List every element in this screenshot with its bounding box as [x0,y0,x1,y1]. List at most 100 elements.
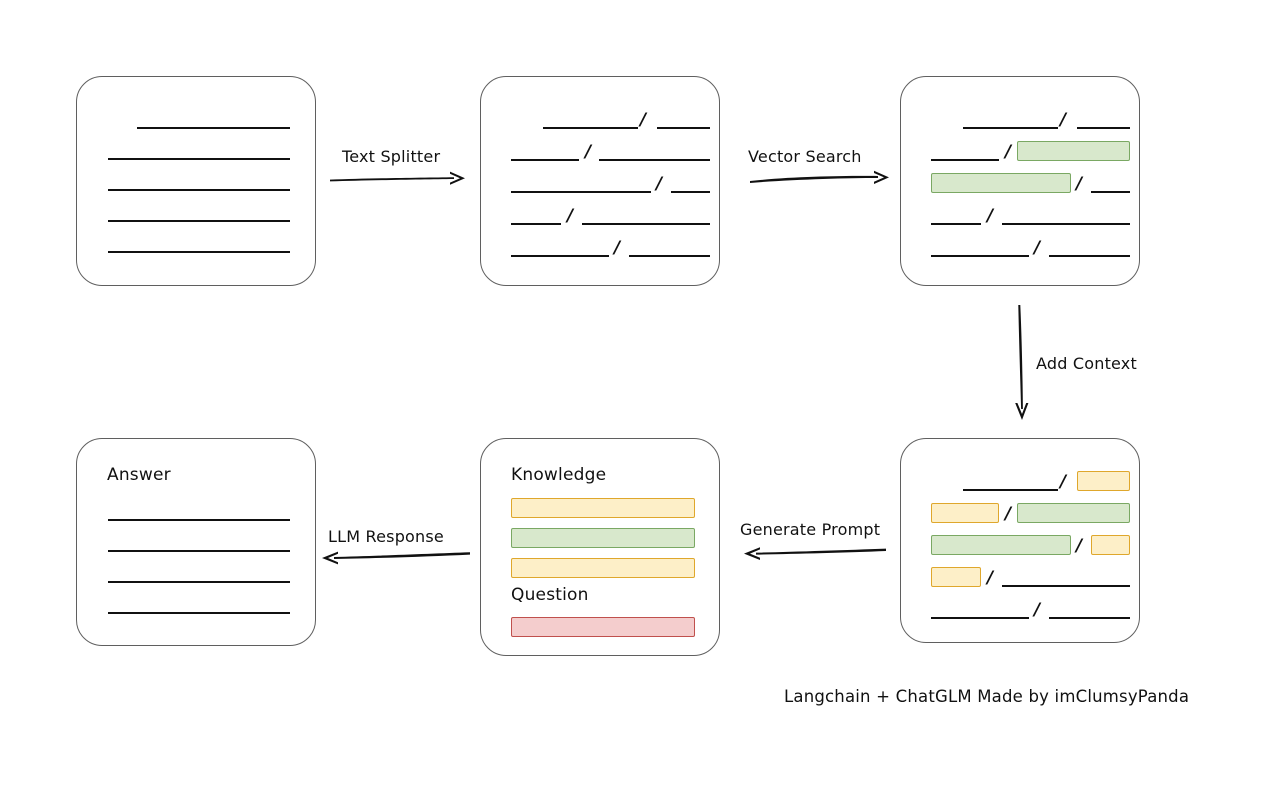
text-line-segment [108,569,290,583]
chunk-line: / [901,535,1139,565]
text-line-segment [1002,573,1130,587]
text-line-segment [1049,243,1130,257]
chunk-separator-slash: / [1005,504,1012,524]
answer-line [77,600,315,624]
question-highlight [511,617,695,637]
knowledge-heading: Knowledge [511,465,607,485]
edge-label-vector-search: Vector Search [748,147,862,166]
text-line-segment [108,600,290,614]
question-heading: Question [511,585,589,605]
text-line-segment [931,211,981,225]
context-chunk-highlight [1091,535,1130,555]
matched-chunk-highlight [931,535,1071,555]
context-chunk-highlight [931,567,981,587]
card-vector-matches[interactable]: / / / / / [900,76,1140,286]
knowledge-chunk-highlight [511,498,695,518]
chunk-line: / [901,206,1139,235]
text-line-segment [963,115,1058,129]
chunk-separator-slash: / [1060,110,1067,130]
text-line-segment [511,243,609,257]
chunk-line: / [901,238,1139,267]
context-chunk-highlight [1077,471,1130,491]
chunk-separator-slash: / [585,142,592,162]
edge-label-generate-prompt: Generate Prompt [740,520,881,539]
chunk-line: / [481,110,719,139]
answer-line [77,507,315,531]
text-line-segment [629,243,710,257]
answer-heading: Answer [107,465,171,485]
arrow-add-context [1015,305,1029,420]
knowledge-item [481,498,719,522]
doc-line [77,115,315,139]
arrow-vector-search [750,170,889,184]
chunk-line: / [901,503,1139,533]
chunk-separator-slash: / [1076,174,1083,194]
text-line-segment [599,147,710,161]
card-answer[interactable]: Answer [76,438,316,646]
chunk-separator-slash: / [567,206,574,226]
footer-credit: Langchain + ChatGLM Made by imClumsyPand… [784,687,1190,706]
doc-line [77,208,315,232]
chunk-separator-slash: / [1060,472,1067,492]
arrow-generate-prompt [744,547,886,560]
text-line-segment [108,507,290,521]
chunk-separator-slash: / [987,206,994,226]
question-item [481,617,719,641]
chunk-line: / [481,206,719,235]
chunk-line: / [901,141,1139,171]
chunk-line: / [481,142,719,171]
chunk-line: / [481,238,719,267]
card-prompt-builder[interactable]: Knowledge Question [480,438,720,656]
chunk-line: / [901,110,1139,139]
matched-chunk-highlight [931,173,1071,193]
doc-line [77,146,315,170]
matched-chunk-highlight [1017,503,1130,523]
text-line-segment [1077,115,1130,129]
chunk-line: / [481,174,719,203]
text-line-segment [1002,211,1130,225]
doc-line [77,177,315,201]
knowledge-item [481,528,719,552]
arrow-text-splitter [330,171,465,185]
answer-line [77,538,315,562]
chunk-separator-slash: / [656,174,663,194]
text-line-segment [931,147,999,161]
knowledge-chunk-highlight [511,528,695,548]
card-source-document[interactable] [76,76,316,286]
text-line-segment [511,211,561,225]
text-line-segment [1091,179,1130,193]
text-line-segment [1049,605,1130,619]
chunk-line: / [901,567,1139,597]
chunk-separator-slash: / [614,238,621,258]
context-chunk-highlight [931,503,999,523]
chunk-separator-slash: / [1034,238,1041,258]
edge-label-add-context: Add Context [1036,354,1137,373]
text-line-segment [511,147,579,161]
text-line-segment [931,605,1029,619]
text-line-segment [511,179,651,193]
text-line-segment [137,115,290,129]
knowledge-chunk-highlight [511,558,695,578]
text-line-segment [931,243,1029,257]
card-prompt-context[interactable]: / / / / / [900,438,1140,643]
text-line-segment [108,239,290,253]
matched-chunk-highlight [1017,141,1130,161]
chunk-line: / [901,471,1139,501]
text-line-segment [108,177,290,191]
knowledge-item [481,558,719,582]
card-split-chunks[interactable]: / / / / / [480,76,720,286]
edge-label-text-splitter: Text Splitter [342,147,441,166]
chunk-separator-slash: / [987,568,994,588]
chunk-separator-slash: / [640,110,647,130]
text-line-segment [543,115,638,129]
text-line-segment [963,477,1058,491]
text-line-segment [657,115,710,129]
text-line-segment [108,538,290,552]
text-line-segment [671,179,710,193]
answer-line [77,569,315,593]
text-line-segment [108,146,290,160]
arrow-llm-response [322,551,470,565]
edge-label-llm-response: LLM Response [328,527,444,546]
chunk-separator-slash: / [1005,142,1012,162]
